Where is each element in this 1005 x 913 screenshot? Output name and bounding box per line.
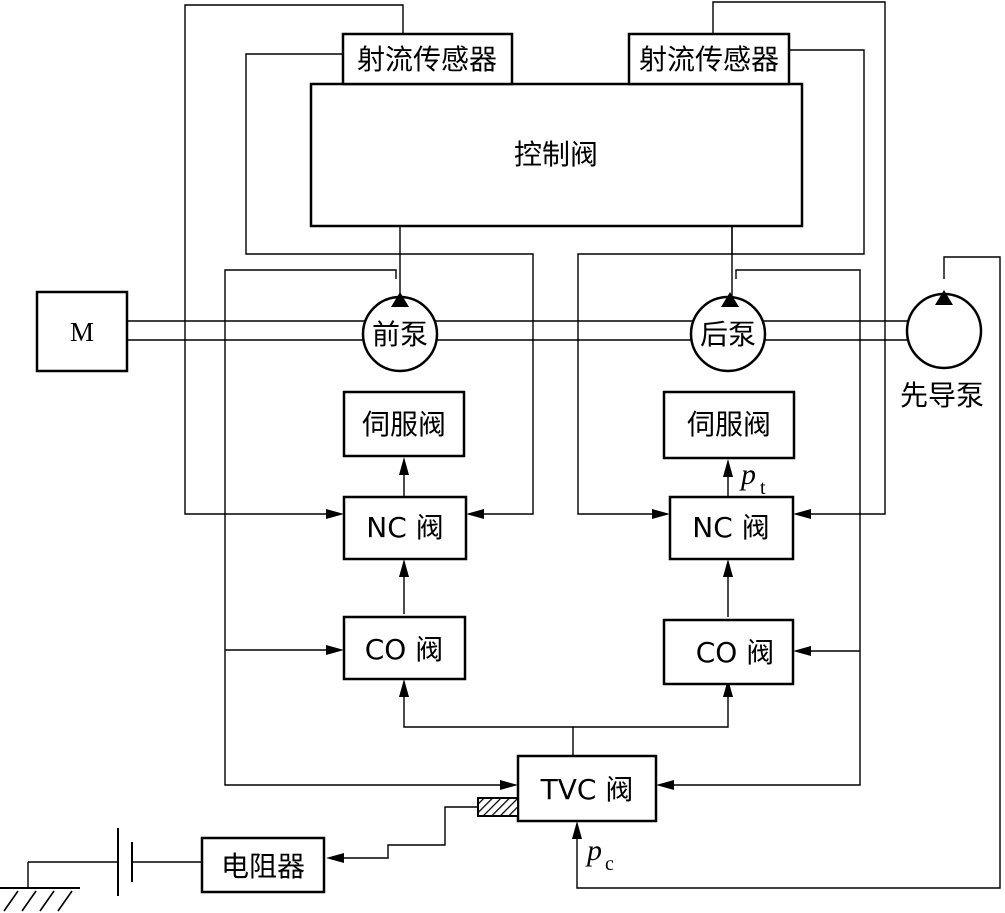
rear-pump: 后泵 — [689, 292, 767, 373]
co-valve-right-label: CO 阀 — [696, 636, 775, 669]
signal-pt-subscript: t — [760, 477, 766, 499]
arrowhead-left-nc-in-right — [466, 509, 484, 519]
nc-valve-right: NC 阀 — [668, 495, 795, 561]
tvc-valve-label: TVC 阀 — [540, 773, 634, 806]
battery-symbol — [117, 828, 133, 896]
drive-shaft — [127, 320, 908, 341]
arrowhead-right-co-from-tvc — [723, 679, 733, 697]
co-valve-left: CO 阀 — [342, 615, 467, 681]
connection-lines — [27, 1, 1001, 889]
tvc-valve: TVC 阀 — [516, 754, 658, 823]
servo-valve-left-label: 伺服阀 — [362, 408, 446, 441]
pilot-pump: 先导泵 — [900, 290, 984, 412]
arrowhead-left-servo-in — [399, 457, 409, 475]
arrowhead-left-co-from-tvc — [399, 679, 409, 697]
signal-label-pc: p c — [585, 834, 614, 875]
arrowhead-right-servo-in — [723, 459, 733, 477]
jet-sensor-left-label: 射流传感器 — [357, 43, 497, 76]
nc-valve-left: NC 阀 — [342, 495, 468, 561]
rear-pump-label: 后泵 — [700, 318, 756, 351]
rear-pump-direction-marker — [721, 292, 739, 307]
control-valve: 控制阀 — [309, 82, 804, 228]
servo-valve-right-label: 伺服阀 — [687, 408, 771, 441]
jet-sensor-right: 射流传感器 — [627, 32, 791, 86]
arrowhead-right-nc-in-left — [652, 509, 670, 519]
resistor: 电阻器 — [200, 836, 326, 894]
arrowheads — [326, 457, 811, 863]
jet-sensor-left: 射流传感器 — [341, 32, 514, 86]
arrowhead-right-co-in — [793, 646, 811, 656]
arrowhead-right-nc-in-right — [793, 509, 811, 519]
solenoid-actuator — [477, 797, 519, 817]
pilot-pump-label: 先导泵 — [900, 379, 984, 412]
pilot-pump-direction-marker — [935, 290, 953, 305]
nc-valve-right-label: NC 阀 — [692, 511, 769, 544]
arrowhead-right-nc-from-co — [723, 559, 733, 577]
servo-valve-left: 伺服阀 — [342, 390, 466, 458]
signal-label-pt: p t — [739, 458, 766, 499]
front-pump-label: 前泵 — [372, 318, 428, 351]
front-pump-direction-marker — [391, 292, 409, 307]
signal-pc-symbol: p — [585, 834, 602, 867]
ground-symbol — [0, 887, 80, 912]
front-pump: 前泵 — [361, 292, 439, 373]
motor-label: M — [70, 317, 94, 347]
arrowhead-left-nc-in-left — [326, 509, 344, 519]
servo-valve-right: 伺服阀 — [662, 390, 796, 460]
co-valve-left-label: CO 阀 — [365, 633, 444, 666]
control-valve-label: 控制阀 — [514, 138, 598, 171]
jet-sensor-right-label: 射流传感器 — [639, 43, 779, 76]
motor: M — [35, 290, 129, 373]
arrowhead-left-co-in — [326, 645, 344, 655]
nc-valve-left-label: NC 阀 — [366, 511, 443, 544]
arrowhead-tvc-in-right — [656, 780, 674, 790]
co-valve-right: CO 阀 — [662, 618, 795, 686]
arrowhead-left-nc-from-co — [399, 559, 409, 577]
resistor-label: 电阻器 — [221, 850, 305, 883]
arrowhead-resistor-in — [326, 853, 344, 863]
signal-pt-symbol: p — [739, 458, 756, 491]
signal-pc-subscript: c — [605, 853, 614, 875]
arrowhead-tvc-pc-in — [572, 821, 582, 839]
arrowhead-tvc-in-left — [500, 780, 518, 790]
